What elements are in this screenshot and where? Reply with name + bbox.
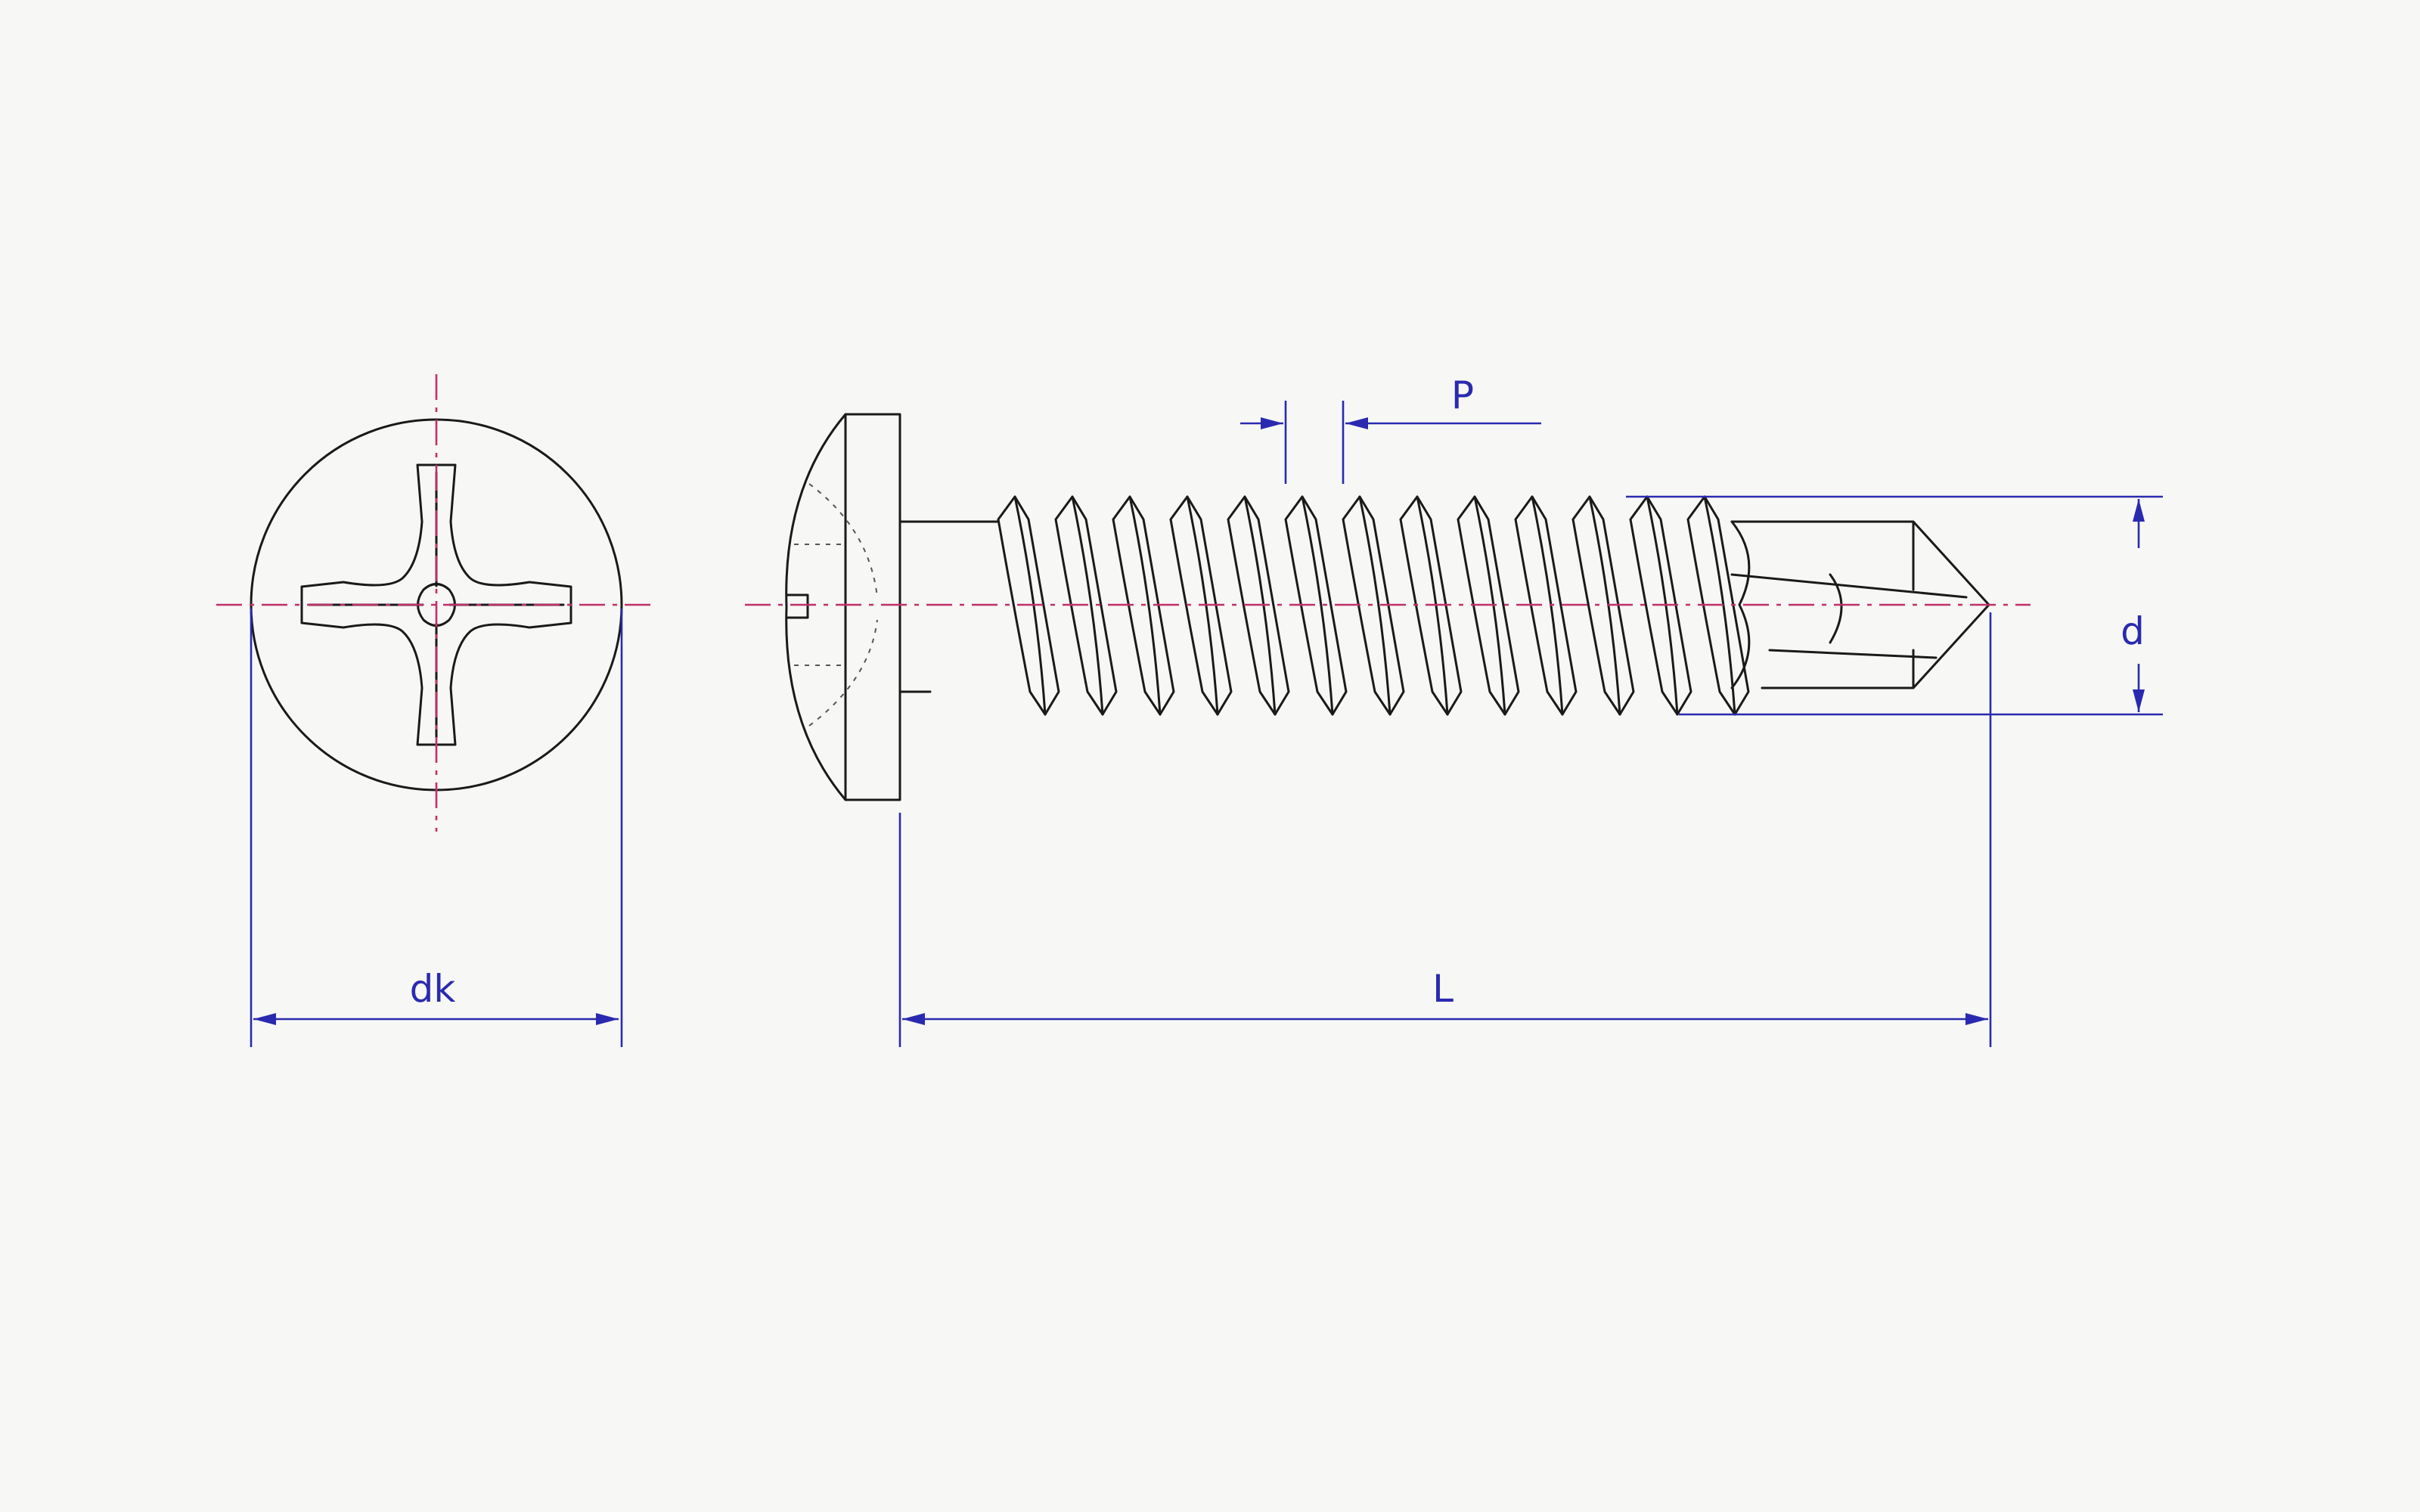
screw-side-view bbox=[785, 413, 1990, 801]
thread-turn bbox=[1112, 495, 1175, 716]
thread-turn bbox=[1284, 495, 1348, 716]
P-arrow-left bbox=[1261, 417, 1283, 429]
thread-crest-line bbox=[1128, 495, 1162, 716]
dk-label: dk bbox=[410, 967, 456, 1011]
L-label: L bbox=[1432, 967, 1454, 1011]
dimensions: dk L P d bbox=[250, 373, 2163, 1047]
thread-turn bbox=[1686, 495, 1750, 716]
phillips-recess bbox=[300, 463, 572, 746]
dk-arrow-right bbox=[596, 1013, 619, 1025]
thread-turn bbox=[997, 495, 1060, 716]
thread-crest-line bbox=[1301, 495, 1334, 716]
d-arrow-top bbox=[2133, 499, 2145, 522]
dk-arrow-left bbox=[253, 1013, 276, 1025]
thread-turn bbox=[1169, 495, 1233, 716]
d-label: d bbox=[2121, 609, 2145, 653]
head-slot-mark bbox=[785, 593, 809, 619]
P-arrow-right bbox=[1345, 417, 1368, 429]
P-label: P bbox=[1451, 373, 1474, 417]
thread-turn bbox=[1457, 495, 1520, 716]
thread-turn bbox=[1342, 495, 1405, 716]
L-arrow-right bbox=[1965, 1013, 1988, 1025]
thread-turn bbox=[1227, 495, 1290, 716]
thread-turn bbox=[1514, 495, 1578, 716]
thread-turn bbox=[1399, 495, 1463, 716]
thread-turn bbox=[1054, 495, 1118, 716]
drill-flute bbox=[1730, 520, 1843, 689]
L-arrow-left bbox=[902, 1013, 925, 1025]
d-arrow-bottom bbox=[2133, 689, 2145, 712]
thread-turn bbox=[1571, 495, 1635, 716]
pan-head-profile bbox=[785, 413, 901, 801]
thread-crest-line bbox=[1358, 495, 1392, 716]
thread-crest-line bbox=[1071, 495, 1104, 716]
centerlines bbox=[216, 374, 2031, 832]
thread-turn bbox=[1629, 495, 1692, 716]
